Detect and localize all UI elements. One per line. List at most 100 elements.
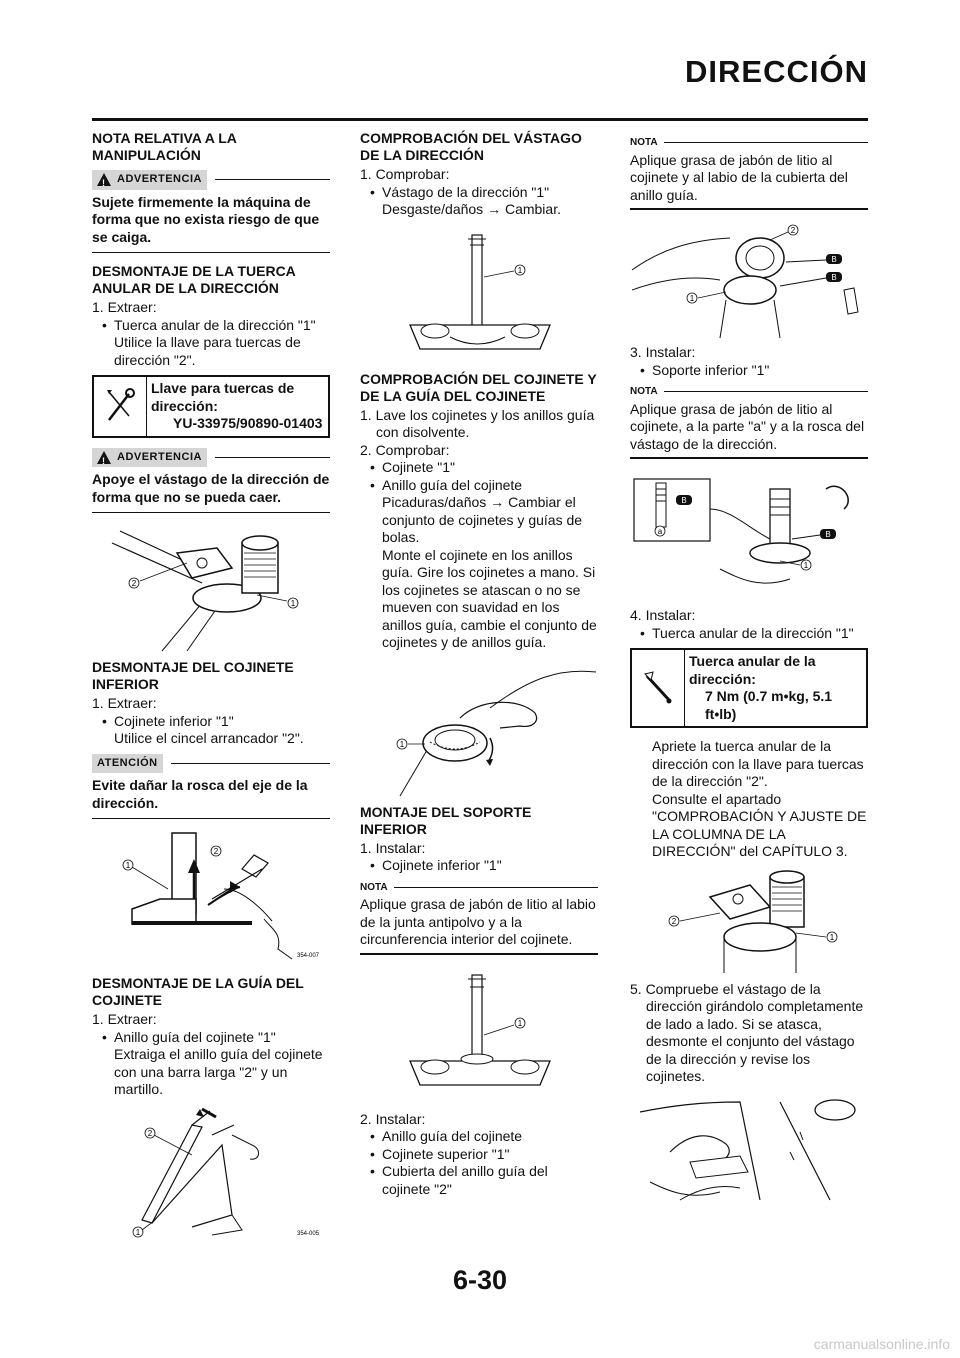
step: 5. Compruebe el vástago de la dirección …	[630, 980, 864, 1085]
section-heading: COMPROBACIÓN DEL VÁSTAGO DE LA DIRECCIÓN	[360, 130, 582, 163]
bullet-sub: Utilice la llave para tuercas de direcci…	[114, 334, 301, 368]
step: 1. Comprobar:	[360, 166, 450, 182]
step: 1. Lave los cojinetes y los anillos guía…	[360, 406, 595, 441]
bullet: •Cubierta del anillo guía del cojinete "…	[370, 1163, 548, 1197]
wrench-icon	[94, 377, 147, 436]
figure-bearing-removal: 1 2 354-007	[92, 829, 330, 969]
warning-badge: ADVERTENCIA	[92, 170, 207, 193]
callout-1: 1	[830, 933, 835, 942]
step: 2. Instalar:	[360, 1110, 426, 1127]
callout-2: 2	[132, 579, 137, 588]
step: 1. Extraer:	[92, 299, 157, 315]
grease-icon: B	[831, 255, 836, 264]
figure-lower-bracket: 1	[360, 965, 598, 1105]
tool-name: Llave para tuercas de dirección:	[151, 380, 295, 414]
warning-header: ADVERTENCIA	[92, 447, 330, 470]
bullet: •Vástago de la dirección "1"	[370, 183, 550, 200]
step: 3. Instalar:	[630, 344, 696, 360]
bullet: •Anillo guía del cojinete	[370, 476, 523, 493]
section-heading: NOTA RELATIVA A LA MANIPULACIÓN	[92, 130, 237, 163]
bullet-sub: Picaduras/daños → Cambiar el conjunto de…	[382, 494, 583, 545]
column-1: NOTA RELATIVA A LA MANIPULACIÓN ADVERTEN…	[92, 130, 330, 1251]
column-3: NOTA Aplique grasa de jabón de litio al …	[630, 130, 868, 1208]
step: 1. Extraer:	[92, 1011, 157, 1027]
note-header: NOTA	[630, 134, 868, 152]
bullet: •Anillo guía del cojinete "1"	[102, 1028, 276, 1045]
caution-header: ATENCIÓN	[92, 753, 330, 773]
callout-1: 1	[804, 561, 809, 570]
bullet: •Tuerca anular de la dirección "1"	[640, 624, 854, 641]
section-heading: DESMONTAJE DE LA TUERCA ANULAR DE LA DIR…	[92, 263, 296, 296]
column-2: COMPROBACIÓN DEL VÁSTAGO DE LA DIRECCIÓN…	[360, 130, 598, 1198]
watermark: carmanualsonline.info	[813, 1336, 950, 1352]
figure-grease-cover: B B 2 1	[630, 220, 868, 338]
warning-text: Apoye el vástago de la dirección de form…	[92, 471, 330, 505]
bullet: •Soporte inferior "1"	[640, 361, 770, 378]
figure-bearing-check: 1	[360, 658, 598, 798]
callout-2: 2	[672, 917, 677, 926]
figure-code: 354-007	[297, 953, 320, 959]
bullet-sub: Monte el cojinete en los anillos guía. G…	[382, 546, 597, 651]
note-text: Aplique grasa de jabón de litio al labio…	[360, 896, 596, 947]
warning-triangle-icon	[97, 173, 111, 193]
step: 4. Instalar:	[630, 607, 696, 623]
note-header: NOTA	[360, 879, 598, 897]
bullet-sub: Consulte el apartado "COMPROBACIÓN Y AJU…	[652, 790, 867, 860]
step: 1. Extraer:	[92, 695, 157, 711]
figure-ring-nut: 2 1	[630, 867, 868, 975]
callout-1: 1	[136, 1228, 141, 1237]
section-heading: COMPROBACIÓN DEL COJINETE Y DE LA GUÍA D…	[360, 370, 597, 404]
callout-1: 1	[518, 1019, 523, 1028]
warning-text: Sujete firmemente la máquina de forma qu…	[92, 193, 320, 245]
grease-icon: B	[681, 496, 686, 505]
callout-2: 2	[214, 847, 219, 856]
bullet-sub: Apriete la tuerca anular de la dirección…	[652, 738, 864, 789]
bullet: •Cojinete inferior "1"	[102, 712, 234, 729]
step: 2. Comprobar:	[360, 441, 450, 458]
section-heading: DESMONTAJE DE LA GUÍA DEL COJINETE	[92, 975, 304, 1008]
caution-text: Evite dañar la rosca del eje de la direc…	[92, 777, 308, 811]
callout-1: 1	[126, 861, 131, 870]
torque-name: Tuerca anular de la dirección:	[689, 653, 816, 687]
bullet: •Anillo guía del cojinete	[370, 1128, 523, 1144]
callout-1: 1	[690, 294, 695, 303]
section-heading: DESMONTAJE DEL COJINETE INFERIOR	[92, 659, 294, 692]
warning-badge: ADVERTENCIA	[92, 447, 207, 470]
bullet-sub: Desgaste/daños → Cambiar.	[382, 201, 561, 217]
bullet: •Cojinete superior "1"	[370, 1145, 510, 1162]
bullet: •Cojinete inferior "1"	[370, 857, 502, 873]
callout-1: 1	[291, 599, 296, 608]
figure-race-removal: 2 1 354-005	[92, 1105, 330, 1245]
note-text: Aplique grasa de jabón de litio al cojin…	[630, 400, 865, 452]
figure-code: 354-005	[297, 1231, 320, 1237]
figure-steering-stem: 1	[360, 225, 598, 365]
figure-steering-check	[630, 1092, 868, 1202]
figure-steering-nut: 2 1	[92, 523, 330, 653]
bullet-sub: Utilice el cincel arrancador "2".	[114, 730, 304, 746]
bullet-sub: Extraiga el anillo guía del cojinete con…	[114, 1046, 323, 1097]
callout-1: 1	[518, 266, 523, 275]
section-heading: MONTAJE DEL SOPORTE INFERIOR	[360, 803, 532, 837]
tool-box: Llave para tuercas de dirección: YU-3397…	[92, 375, 330, 438]
grease-icon: B	[825, 530, 830, 539]
grease-icon: B	[831, 273, 836, 282]
callout-1: 1	[400, 740, 405, 749]
step: 1. Instalar:	[360, 839, 426, 856]
warning-header: ADVERTENCIA	[92, 170, 330, 193]
header-rule	[92, 118, 868, 121]
torque-box: Tuerca anular de la dirección: 7 Nm (0.7…	[630, 648, 868, 728]
bullet: •Tuerca anular de la dirección "1"	[102, 316, 316, 333]
page-number: 6-30	[452, 1265, 508, 1295]
note-header: NOTA	[630, 383, 868, 401]
tool-code: YU-33975/90890-01403	[173, 415, 323, 431]
callout-2: 2	[148, 1129, 153, 1138]
caution-badge: ATENCIÓN	[92, 753, 163, 773]
torque-wrench-icon	[632, 650, 685, 726]
figure-grease-stem: B a B 1	[630, 469, 868, 601]
torque-value: 7 Nm (0.7 m•kg, 5.1 ft•lb)	[705, 688, 833, 722]
note-text: Aplique grasa de jabón de litio al cojin…	[630, 151, 848, 203]
callout-a: a	[658, 527, 663, 536]
callout-2: 2	[791, 226, 796, 235]
bullet: •Cojinete "1"	[370, 459, 455, 475]
warning-triangle-icon	[97, 450, 111, 470]
